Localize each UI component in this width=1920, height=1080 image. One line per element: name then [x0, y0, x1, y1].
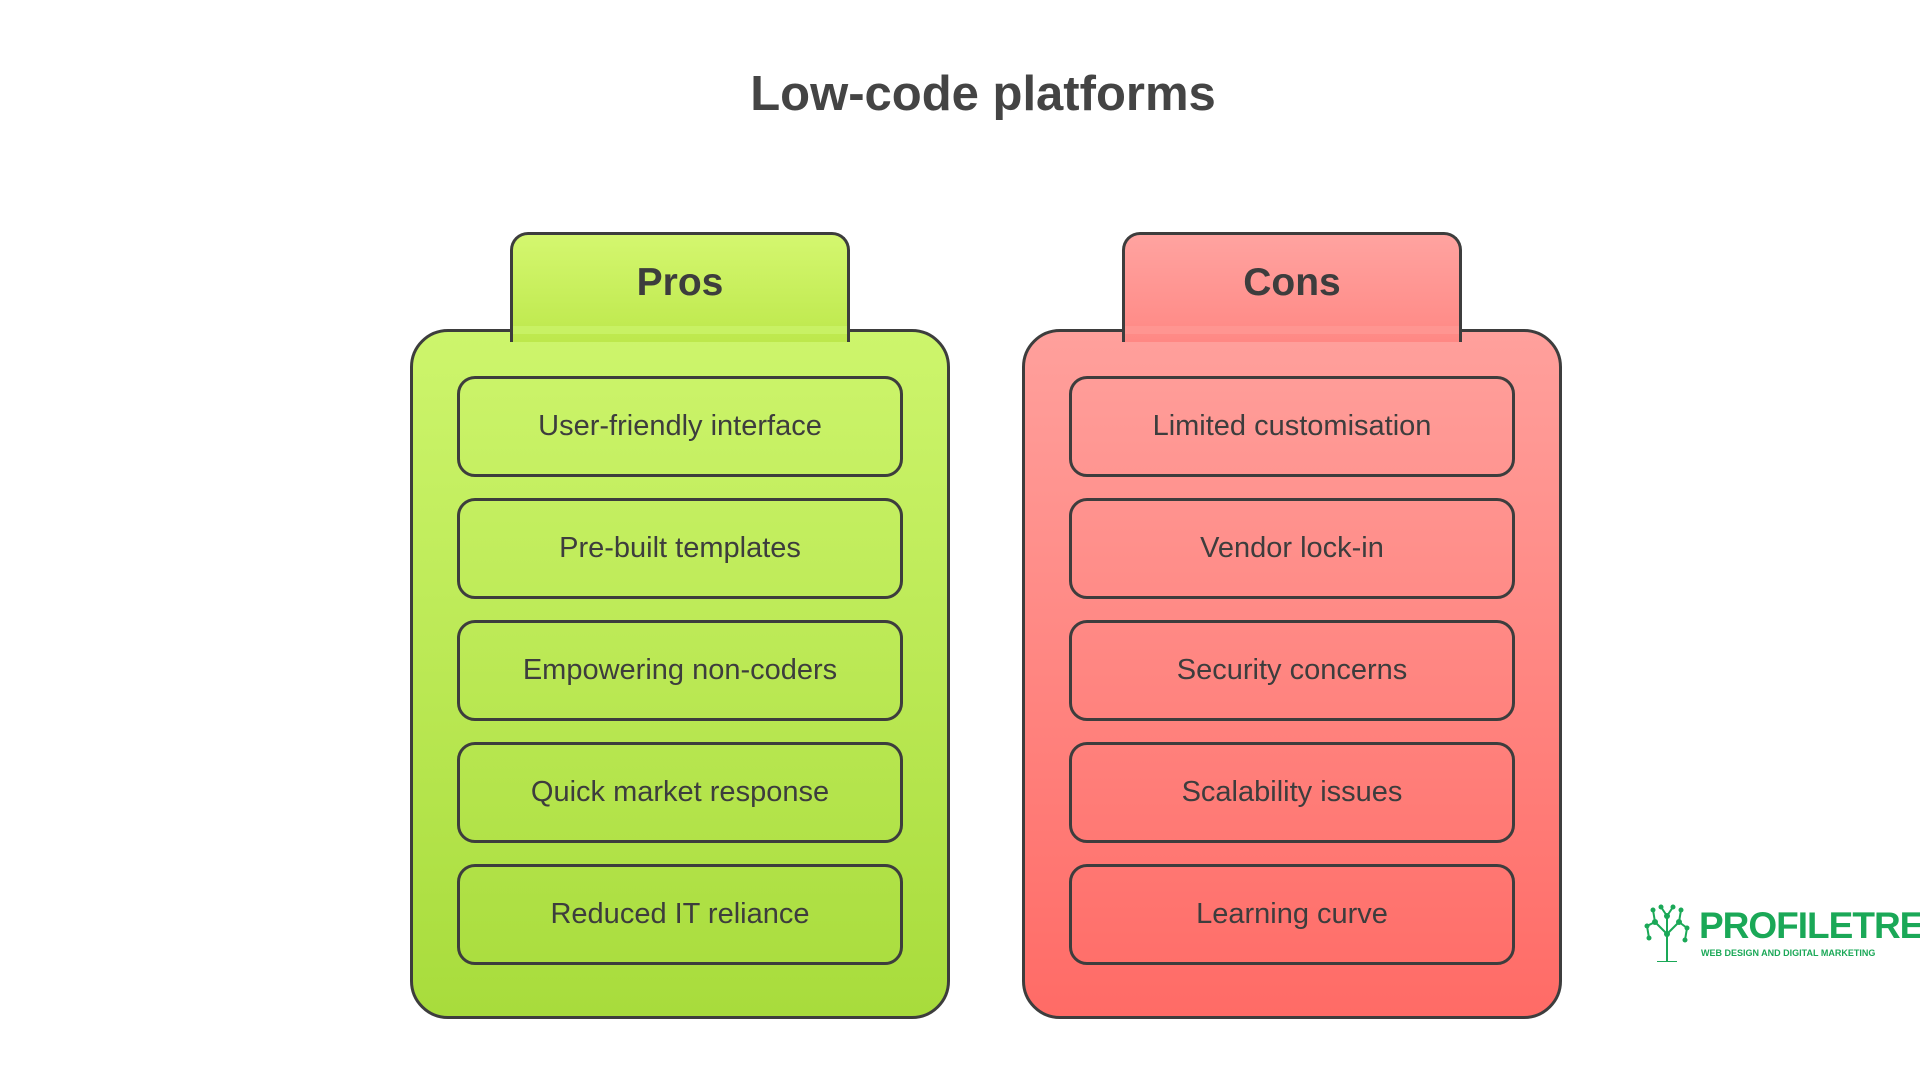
pros-item: Empowering non-coders [457, 620, 903, 721]
cons-item: Scalability issues [1069, 742, 1515, 843]
pros-heading: Pros [510, 232, 850, 342]
page-title: Low-code platforms [750, 67, 1216, 121]
pros-item: Reduced IT reliance [457, 864, 903, 965]
pros-item: Pre-built templates [457, 498, 903, 599]
cons-heading: Cons [1122, 232, 1462, 342]
pros-item: User-friendly interface [457, 376, 903, 477]
cons-column: Cons Limited customisation Vendor lock-i… [1022, 232, 1562, 1019]
cons-tab-join [1125, 326, 1459, 334]
pros-list: User-friendly interface Pre-built templa… [457, 376, 903, 986]
pros-column: Pros User-friendly interface Pre-built t… [410, 232, 950, 1019]
pros-item: Quick market response [457, 742, 903, 843]
cons-item: Vendor lock-in [1069, 498, 1515, 599]
cons-item: Limited customisation [1069, 376, 1515, 477]
cons-item: Learning curve [1069, 864, 1515, 965]
tree-network-icon [1644, 904, 1690, 962]
cons-item: Security concerns [1069, 620, 1515, 721]
profiletree-logo: PROFILETREE WEB DESIGN AND DIGITAL MARKE… [1643, 904, 1920, 962]
pros-tab-join [513, 326, 847, 334]
cons-card [1022, 329, 1562, 1019]
logo-wordmark: PROFILETREE [1699, 905, 1920, 946]
cons-list: Limited customisation Vendor lock-in Sec… [1069, 376, 1515, 986]
logo-tagline: WEB DESIGN AND DIGITAL MARKETING [1701, 948, 1876, 958]
